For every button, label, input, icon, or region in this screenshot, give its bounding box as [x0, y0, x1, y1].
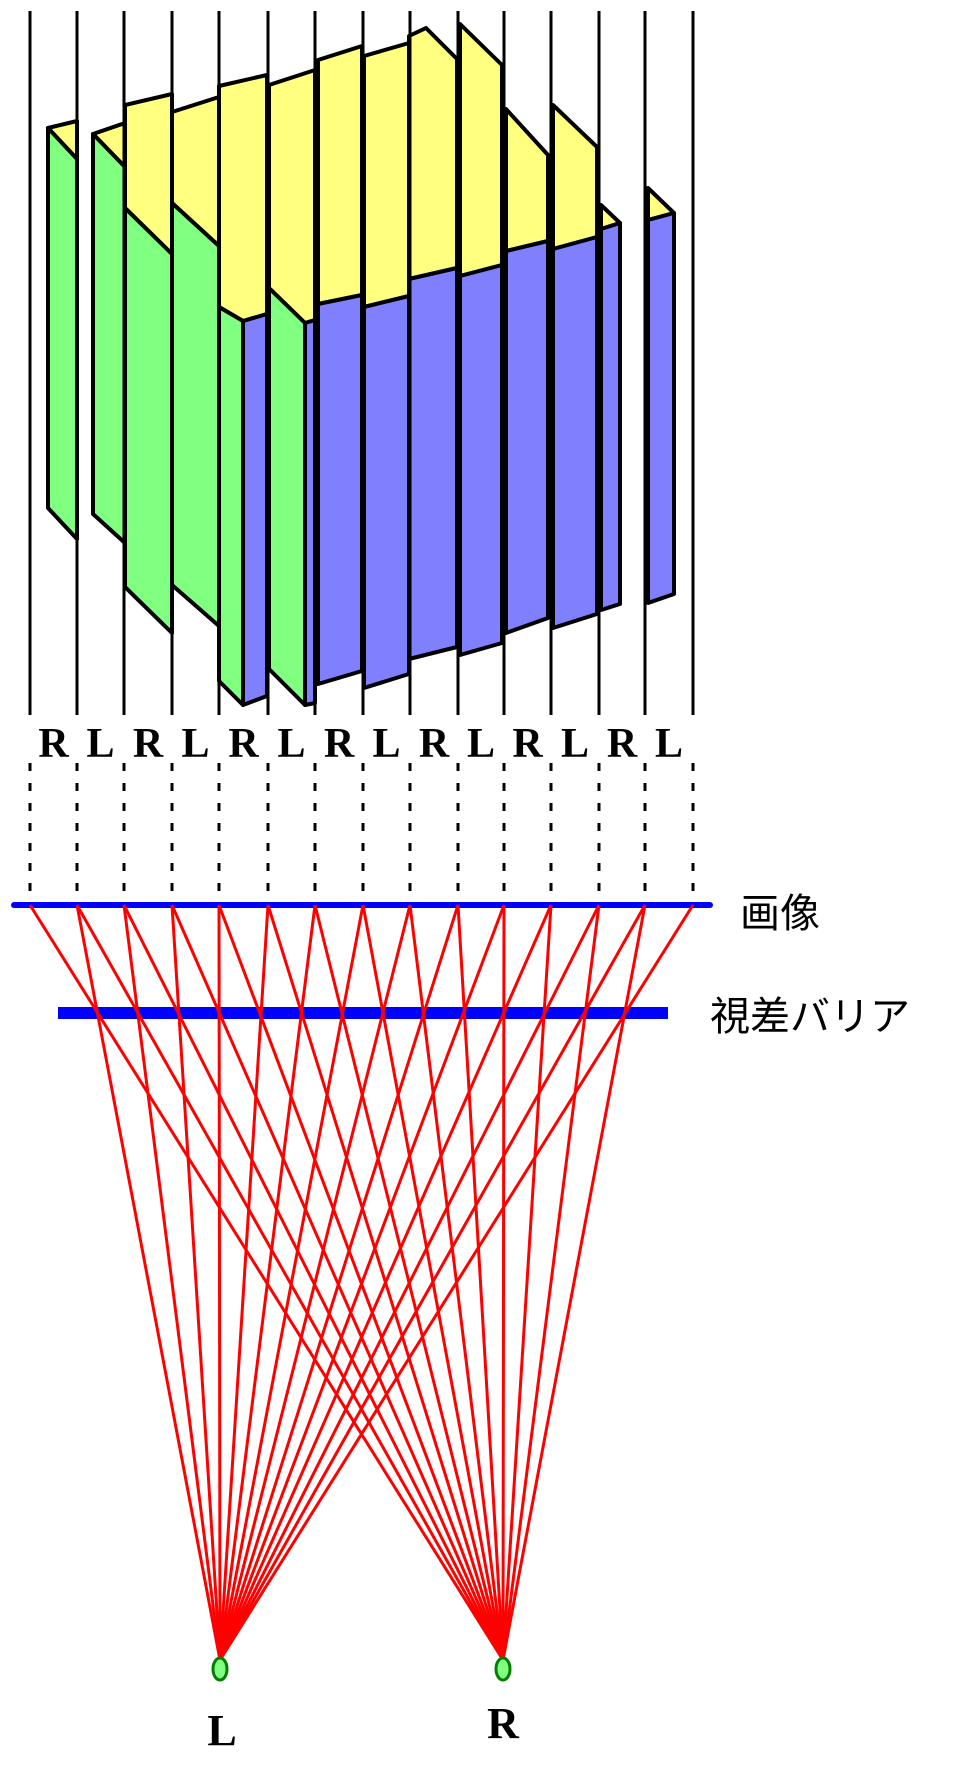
strip-label: L — [561, 721, 589, 767]
box-left-face-strip — [46, 126, 79, 541]
strip-label: R — [419, 721, 450, 767]
box-top-face-strip — [362, 41, 411, 309]
ray-to-right-eye — [456, 904, 505, 1661]
box-left-face-strip — [123, 206, 174, 635]
box-right-face-strip — [316, 293, 364, 686]
left-eye-label: L — [207, 1706, 236, 1755]
box-left-face-strip — [170, 201, 221, 628]
box-right-face-strip — [646, 211, 676, 605]
strip-label: L — [277, 721, 305, 767]
ray-to-left-eye — [218, 904, 553, 1661]
dotted-projection-lines — [28, 763, 695, 905]
strip-label: L — [467, 721, 495, 767]
strip-label: L — [655, 721, 683, 767]
ray-to-left-eye — [218, 904, 270, 1661]
box-top-face-strip — [551, 103, 599, 251]
box-right-face-strip — [362, 294, 411, 690]
ray-to-left-eye — [218, 904, 695, 1661]
barrier-label: 視差バリア — [710, 994, 910, 1040]
box-right-face-strip — [551, 235, 599, 630]
box-right-face-strip — [599, 221, 622, 612]
strip-label: L — [181, 721, 209, 767]
image-plane-label: 画像 — [740, 891, 820, 937]
box-top-face-strip — [217, 73, 269, 323]
box-top-face-strip — [407, 26, 459, 281]
ray-to-left-eye — [218, 904, 317, 1661]
ray-to-left-eye — [122, 904, 222, 1661]
ray-to-left-eye — [170, 904, 222, 1661]
strip-label: R — [324, 721, 355, 767]
ray-to-left-eye — [218, 904, 365, 1661]
ray-to-left-eye — [217, 904, 222, 1661]
strip-label: R — [512, 721, 543, 767]
strip-label: R — [228, 721, 259, 767]
ray-to-left-eye — [218, 904, 647, 1661]
box-right-face-strip — [241, 312, 269, 707]
strip-label: L — [86, 721, 114, 767]
ray-to-left-eye — [75, 904, 222, 1661]
box-top-face-strip — [316, 44, 364, 306]
ray-to-left-eye — [218, 904, 601, 1661]
strip-label: L — [372, 721, 400, 767]
ray-to-left-eye — [218, 904, 460, 1661]
slit-lines — [28, 11, 695, 715]
ray-to-right-eye — [501, 904, 601, 1661]
ray-to-right-eye — [501, 904, 506, 1661]
strip-label: R — [38, 721, 69, 767]
box-top-face-strip — [458, 22, 504, 278]
ray-to-right-eye — [501, 904, 553, 1661]
box-left-face-strip — [267, 286, 307, 707]
interleaved-box-strips — [46, 22, 676, 707]
box-left-face-strip — [217, 305, 245, 707]
right-eye-point — [494, 1656, 512, 1682]
strip-label: R — [607, 721, 638, 767]
left-eye-point — [211, 1656, 229, 1682]
box-right-face-strip — [407, 266, 459, 661]
box-right-face-strip — [504, 239, 550, 635]
box-right-face-strip — [458, 263, 504, 657]
box-top-face-strip — [504, 107, 550, 253]
strip-label: R — [133, 721, 164, 767]
ray-to-left-eye — [218, 904, 412, 1661]
right-eye-label: R — [487, 1699, 520, 1748]
ray-to-right-eye — [501, 904, 647, 1661]
ray-to-left-eye — [218, 904, 506, 1661]
box-left-face-strip — [91, 132, 127, 545]
light-rays — [28, 904, 695, 1661]
box-top-face-strip — [267, 68, 317, 325]
